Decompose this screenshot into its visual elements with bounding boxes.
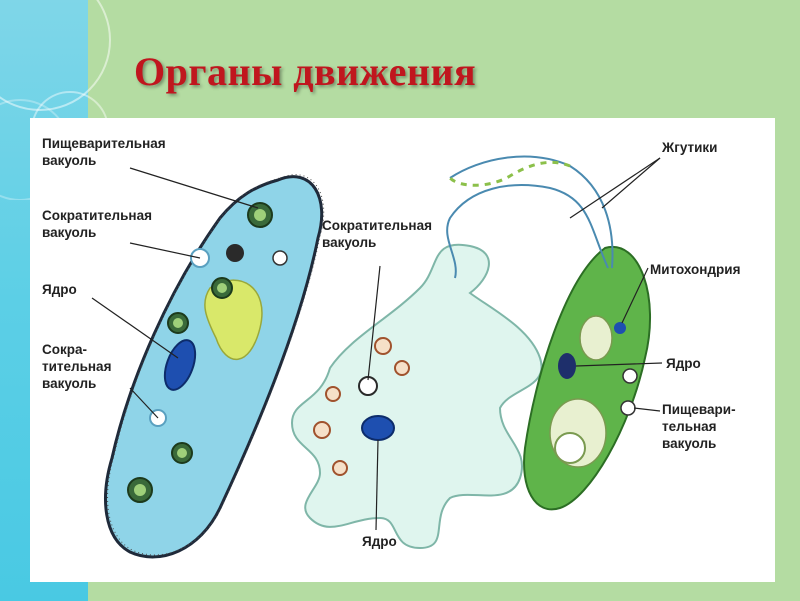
label-paramecium-contractile-vacuole-line1: Сократительная: [42, 208, 152, 223]
label-paramecium-digestive-vacuole-line1: Пищеварительная: [42, 136, 166, 151]
label-amoeba-contractile-vacuole-line2: вакуоль: [322, 235, 376, 250]
label-amoeba-nucleus: Ядро: [362, 534, 397, 549]
label-paramecium-contractile2-line3: вакуоль: [42, 376, 96, 391]
label-euglena-digestive-vacuole-line3: вакуоль: [662, 436, 716, 451]
protozoa-diagram: Пищеварительная вакуоль Сократительная в…: [42, 136, 740, 559]
label-euglena-flagella: Жгутики: [661, 140, 717, 155]
label-euglena-mitochondria: Митохондрия: [650, 262, 740, 277]
label-amoeba-contractile-vacuole-line1: Сократительная: [322, 218, 432, 233]
paramecium: [104, 174, 325, 559]
page-title: Органы движения: [134, 49, 477, 94]
label-euglena-digestive-vacuole-line2: тельная: [662, 419, 717, 434]
label-paramecium-nucleus: Ядро: [42, 282, 77, 297]
label-paramecium-contractile2-line1: Сокра-: [42, 342, 87, 357]
label-paramecium-digestive-vacuole-line2: вакуоль: [42, 153, 96, 168]
label-euglena-digestive-vacuole-line1: Пищевари-: [662, 402, 736, 417]
euglena: [446, 155, 652, 511]
label-paramecium-contractile2-line2: тительная: [42, 359, 111, 374]
label-euglena-nucleus: Ядро: [666, 356, 701, 371]
leader-lines: [91, 157, 663, 531]
amoeba: [290, 243, 543, 550]
label-paramecium-contractile-vacuole-line2: вакуоль: [42, 225, 96, 240]
diagram-panel: Пищеварительная вакуоль Сократительная в…: [30, 118, 775, 582]
